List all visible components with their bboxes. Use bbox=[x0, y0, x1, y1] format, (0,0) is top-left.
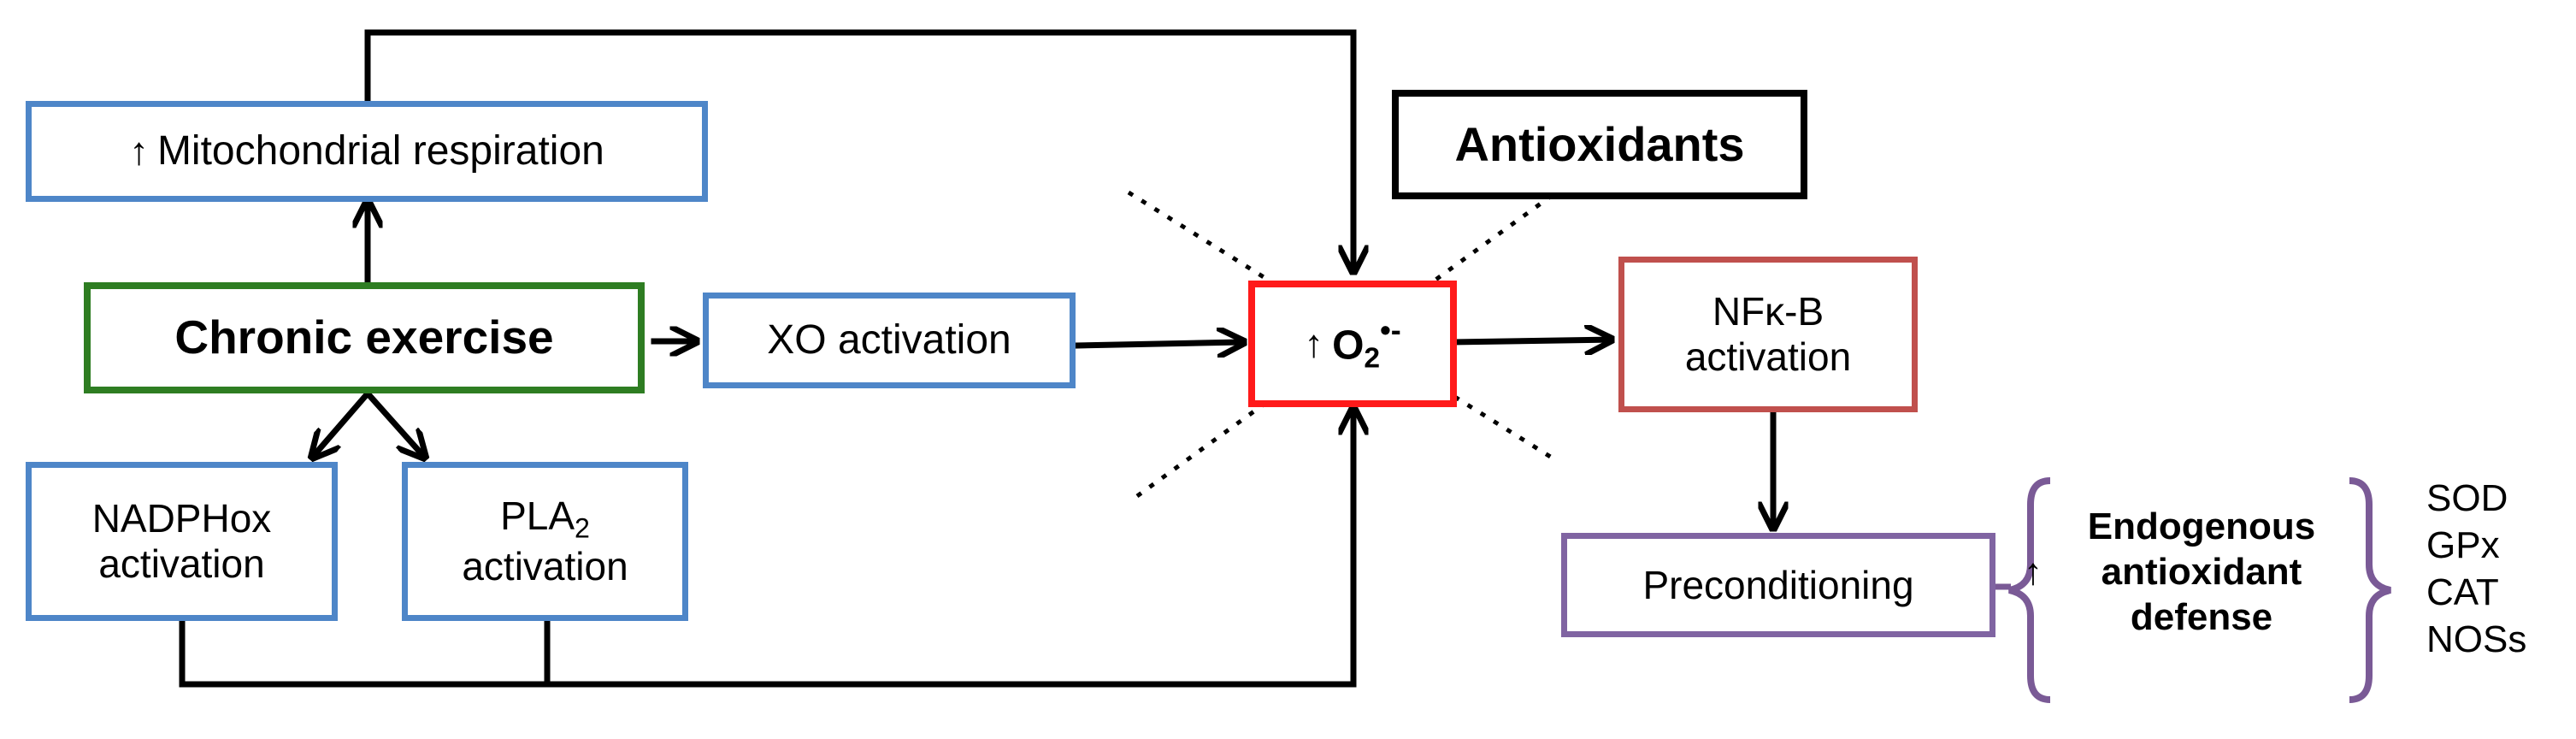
pla2-label: PLA2 bbox=[500, 493, 590, 544]
antioxidants-label: Antioxidants bbox=[1454, 116, 1745, 171]
mitochondrial-respiration-label: Mitochondrial respiration bbox=[156, 128, 604, 174]
pla2-activation-box: PLA2 activation bbox=[402, 462, 688, 621]
enzyme-item: GPx bbox=[2426, 524, 2500, 566]
left-bracket bbox=[2008, 477, 2051, 703]
up-arrow-icon: ↑ bbox=[129, 128, 149, 173]
nfkb-label: NFκ-B bbox=[1712, 289, 1824, 334]
antioxidant-line: ↑ antioxidant bbox=[2024, 550, 2355, 595]
xo-activation-label: XO activation bbox=[767, 317, 1011, 364]
enzyme-list: SOD GPx CAT NOSs bbox=[2426, 475, 2526, 663]
xo-to-o2-arrow bbox=[1072, 342, 1244, 346]
enzyme-item: SOD bbox=[2426, 477, 2508, 519]
cross-line-b bbox=[1135, 190, 1558, 499]
nadphox-activation-box: NADPHox activation bbox=[26, 462, 338, 621]
enzyme-item: NOSs bbox=[2426, 618, 2527, 660]
right-bracket bbox=[2349, 477, 2391, 703]
chronic-exercise-label: Chronic exercise bbox=[174, 310, 554, 364]
mito-to-o2-connector bbox=[364, 29, 1353, 275]
nfkb-activation-label: activation bbox=[1684, 334, 1852, 379]
pla2-activation-label: activation bbox=[462, 544, 628, 589]
preconditioning-box: Preconditioning bbox=[1561, 533, 1995, 637]
superoxide-label: O2•- bbox=[1332, 311, 1401, 375]
mitochondrial-respiration-box: ↑ Mitochondrial respiration bbox=[26, 101, 708, 202]
xo-activation-box: XO activation bbox=[703, 293, 1076, 388]
chronic-to-pla2-arrow bbox=[363, 389, 425, 458]
defense-line: defense bbox=[2130, 595, 2273, 638]
chronic-exercise-box: Chronic exercise bbox=[84, 282, 645, 393]
preconditioning-label: Preconditioning bbox=[1642, 562, 1914, 607]
nadphox-activation-label: activation bbox=[98, 541, 265, 586]
endogenous-defense-text: Endogenous ↑ antioxidant defense bbox=[2024, 505, 2355, 684]
up-arrow-icon: ↑ bbox=[1304, 321, 1324, 365]
endogenous-line: Endogenous bbox=[2087, 505, 2316, 547]
chronic-to-nadph-arrow bbox=[312, 389, 372, 458]
nfkb-activation-box: NFκ-B activation bbox=[1618, 257, 1918, 412]
nadphox-label: NADPHox bbox=[91, 496, 272, 541]
superoxide-box: ↑ O2•- bbox=[1248, 281, 1457, 407]
bottom-to-o2-connector bbox=[179, 405, 1353, 688]
o2-to-nfkb-arrow bbox=[1450, 340, 1612, 342]
enzyme-item: CAT bbox=[2426, 571, 2499, 613]
antioxidants-box: Antioxidants bbox=[1392, 90, 1807, 199]
up-arrow-icon: ↑ bbox=[2024, 550, 2043, 593]
